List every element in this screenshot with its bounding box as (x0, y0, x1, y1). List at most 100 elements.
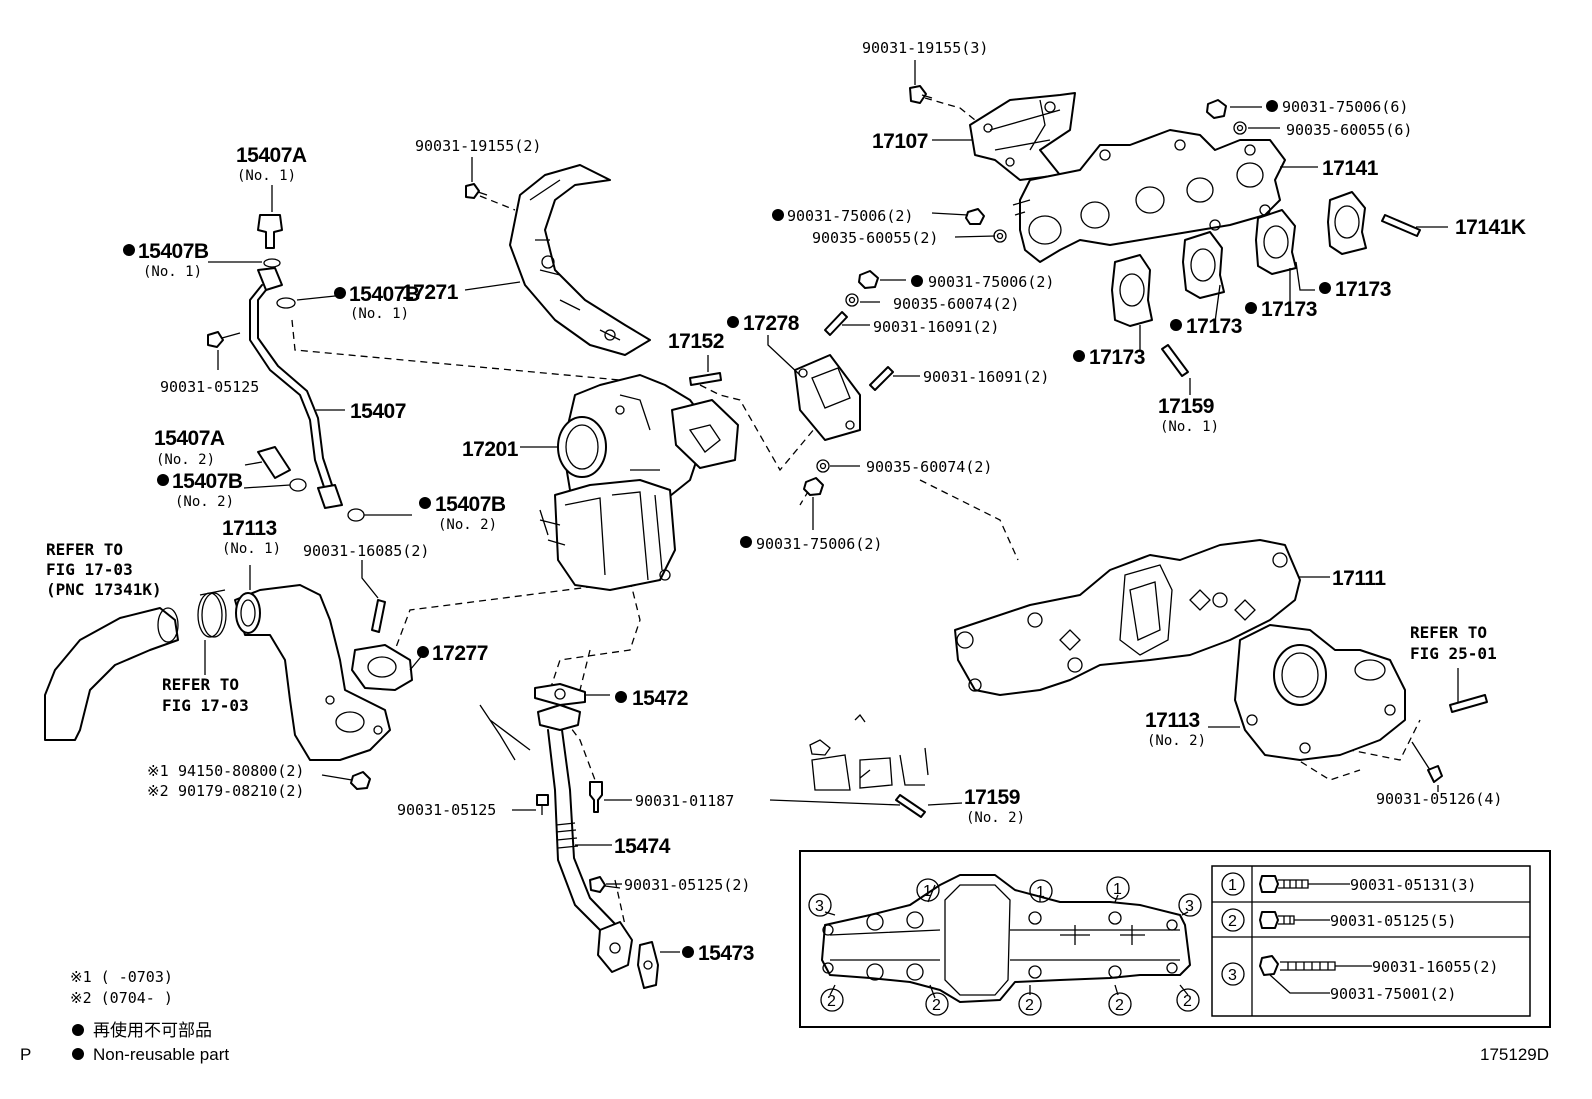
label-90031-01187: 90031-01187 (635, 792, 734, 810)
label-17113-no1: 17113 (222, 517, 277, 540)
label-90031-19155-2: 90031-19155(2) (415, 137, 541, 155)
circled-number-3: 3 (808, 893, 832, 917)
corner-mark: P (20, 1045, 31, 1064)
table-row-number: 1 (1228, 877, 1237, 894)
circled-number-1: 1 (1029, 879, 1053, 903)
label-17141: 17141 (1322, 157, 1379, 180)
assembly-lines (291, 97, 1421, 926)
legend-non-reusable-en: Non-reusable part (93, 1045, 229, 1064)
circled-number-2: 2 (820, 988, 844, 1012)
svg-text:1: 1 (1113, 881, 1122, 898)
label-90031-75006-2-a: 90031-75006(2) (787, 207, 913, 225)
nut-icon (803, 270, 879, 496)
non-reusable-dot-icon (1245, 302, 1257, 314)
label-90035-60055-6: 90035-60055(6) (1286, 121, 1412, 139)
label-15407: 15407 (350, 400, 406, 423)
exhaust-manifold-17141 (1012, 129, 1286, 263)
label-17173-a: 17173 (1335, 278, 1391, 301)
legend-non-reusable-jp: 再使用不可部品 (93, 1020, 212, 1040)
label-15473: 15473 (698, 942, 754, 965)
table-part-number: 90031-05125(5) (1330, 912, 1456, 930)
bolt-icon (1411, 741, 1443, 783)
label-17141k: 17141K (1455, 216, 1526, 239)
label-15472: 15472 (632, 687, 688, 710)
non-reusable-dot-icon (72, 1048, 84, 1060)
label-90031-19155-3: 90031-19155(3) (862, 39, 988, 57)
svg-text:1: 1 (923, 883, 932, 900)
refer-text-line: REFER TO (46, 540, 123, 559)
refer-text-line: (PNC 17341K) (46, 580, 162, 599)
nut-icon (350, 771, 371, 790)
label-90031-16091-2-a: 90031-16091(2) (873, 318, 999, 336)
label-17159-no2-sub: (No. 2) (966, 810, 1025, 826)
table-row-number: 2 (1228, 913, 1237, 930)
label-90035-60074-2-b: 90035-60074(2) (866, 458, 992, 476)
footnote-2: ※2 (0704- ) (70, 989, 173, 1007)
label-90031-05125-b: 90031-05125 (397, 801, 496, 819)
label-15474: 15474 (614, 835, 671, 858)
footnote-mark: ※2 (147, 782, 169, 800)
gasket-17277 (351, 644, 413, 691)
label-17113-no1-sub: (No. 1) (222, 541, 281, 557)
leader-lines (204, 60, 1459, 953)
hose-clamp (197, 589, 227, 638)
label-17271: 17271 (402, 281, 459, 304)
footnotes: ※1 ( -0703) ※2 (0704- ) 再使用不可部品 Non-reus… (20, 968, 1549, 1064)
label-17201: 17201 (462, 438, 519, 461)
non-reusable-dot-icon (727, 316, 739, 328)
label-17111: 17111 (1332, 567, 1386, 590)
non-reusable-dot-icon (157, 474, 169, 486)
label-15407b-no2-a-sub: (No. 2) (175, 494, 234, 510)
svg-text:2: 2 (827, 993, 836, 1010)
label-17107: 17107 (872, 130, 928, 153)
label-90031-05126-4: 90031-05126(4) (1376, 790, 1502, 808)
bolt-icon (207, 331, 241, 348)
turbocharger-17201 (539, 374, 739, 591)
table-row: 3 90031-16055(2) 90031-75001(2) (1221, 955, 1498, 1003)
misc-fragments (479, 704, 929, 806)
label-17113-no2: 17113 (1145, 709, 1200, 732)
label-15407b-no1-b: 15407B (349, 283, 420, 306)
circled-number-1: 1 (1106, 876, 1130, 900)
bolt-icon (465, 183, 488, 199)
label-15407b-no1-a-sub: (No. 1) (143, 264, 202, 280)
svg-text:2: 2 (1183, 993, 1192, 1010)
label-90031-75006-2-b: 90031-75006(2) (928, 273, 1054, 291)
label-17159-no1: 17159 (1158, 395, 1214, 418)
label-17173-d: 17173 (1089, 346, 1145, 369)
union-bolt-icon (257, 214, 291, 479)
table-row: 1 90031-05131(3) (1221, 872, 1476, 896)
table-part-number: 90031-16055(2) (1372, 958, 1498, 976)
elbow-17113-no2 (1234, 624, 1406, 761)
non-reusable-dot-icon (772, 209, 784, 221)
non-reusable-dot-icon (123, 244, 135, 256)
non-reusable-dot-icon (419, 497, 431, 509)
gasket-15473 (637, 941, 659, 989)
label-15407b-no1-a: 15407B (138, 240, 209, 263)
refer-text-line: FIG 17-03 (46, 560, 133, 579)
table-part-number: 90031-05131(3) (1350, 876, 1476, 894)
label-15407b-no2-a: 15407B (172, 470, 243, 493)
table-part-number: 90031-75001(2) (1330, 985, 1456, 1003)
gasket-15472 (534, 683, 586, 706)
label-90179-08210-2: 90179-08210(2) (178, 782, 304, 800)
svg-text:1: 1 (1036, 884, 1045, 901)
refer-text-line: FIG 17-03 (162, 696, 249, 715)
label-94150-80800-2: 94150-80800(2) (178, 762, 304, 780)
label-90035-60074-2-a: 90035-60074(2) (893, 295, 1019, 313)
refer-text-line: FIG 25-01 (1410, 644, 1497, 663)
refer-text-line: REFER TO (1410, 623, 1487, 642)
label-15407b-no1-b-sub: (No. 1) (350, 306, 409, 322)
bolt-table: 1 90031-05131(3) 2 90031-05125(5) 3 9003… (1211, 865, 1531, 1017)
label-17277: 17277 (432, 642, 488, 665)
part-labels: 90031-19155(3) 17107 90031-75006(6) 9003… (46, 39, 1526, 965)
label-15407a-no1: 15407A (236, 144, 307, 167)
circled-number-2: 2 (1176, 988, 1200, 1012)
gasket-17173-group (1111, 191, 1367, 327)
circled-number-2: 2 (1108, 992, 1132, 1016)
non-reusable-dot-icon (417, 646, 429, 658)
circled-number-2: 2 (925, 992, 949, 1016)
manifold-17111 (954, 539, 1301, 696)
gasket-17278 (794, 354, 861, 441)
label-17173-b: 17173 (1261, 298, 1317, 321)
